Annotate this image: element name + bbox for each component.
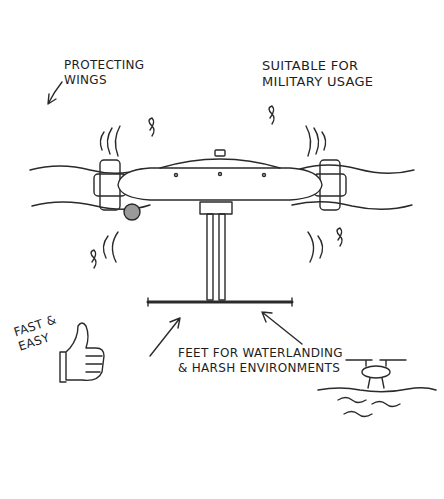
handwritten-note: PROTECTING WINGS [64, 58, 160, 88]
pointer-arrow [262, 312, 302, 344]
mini-leg [368, 378, 384, 388]
pointer-arrow [150, 318, 180, 356]
motion-curl [149, 118, 154, 136]
landing-foot [291, 298, 292, 306]
pointer-arrow [48, 82, 62, 104]
handwritten-note: FAST & EASY [12, 312, 65, 355]
water-waves [338, 398, 400, 417]
antenna [215, 150, 225, 156]
thumbs-up [86, 356, 102, 372]
motion-arcs [100, 126, 120, 156]
leg-mount [200, 202, 232, 214]
handwritten-note: SUITABLE FOR MILITARY USAGE [262, 58, 374, 91]
motion-arcs [308, 232, 323, 262]
motion-curl [337, 228, 342, 246]
landing-foot [147, 298, 148, 306]
motion-curl [269, 106, 274, 124]
camera [124, 204, 140, 220]
motion-arcs [103, 232, 118, 262]
propeller [30, 166, 142, 173]
rivet [219, 173, 222, 176]
propeller [292, 202, 412, 210]
mini-drone [362, 366, 390, 378]
drone-dome [160, 159, 280, 168]
motion-curl [91, 250, 96, 268]
motor [320, 160, 340, 210]
mini-propeller [346, 360, 406, 366]
motor [100, 160, 120, 210]
rivet [263, 174, 266, 177]
handwritten-note: FEET FOR WATERLANDING & HARSH ENVIRONMEN… [178, 346, 346, 376]
leg [207, 214, 213, 300]
leg [219, 214, 225, 300]
drone-body [118, 168, 322, 200]
motion-arcs [306, 126, 326, 156]
rivet [175, 174, 178, 177]
propeller [300, 165, 414, 173]
landing-bar [148, 301, 292, 304]
thumbs-up [60, 323, 104, 382]
water [318, 388, 436, 392]
